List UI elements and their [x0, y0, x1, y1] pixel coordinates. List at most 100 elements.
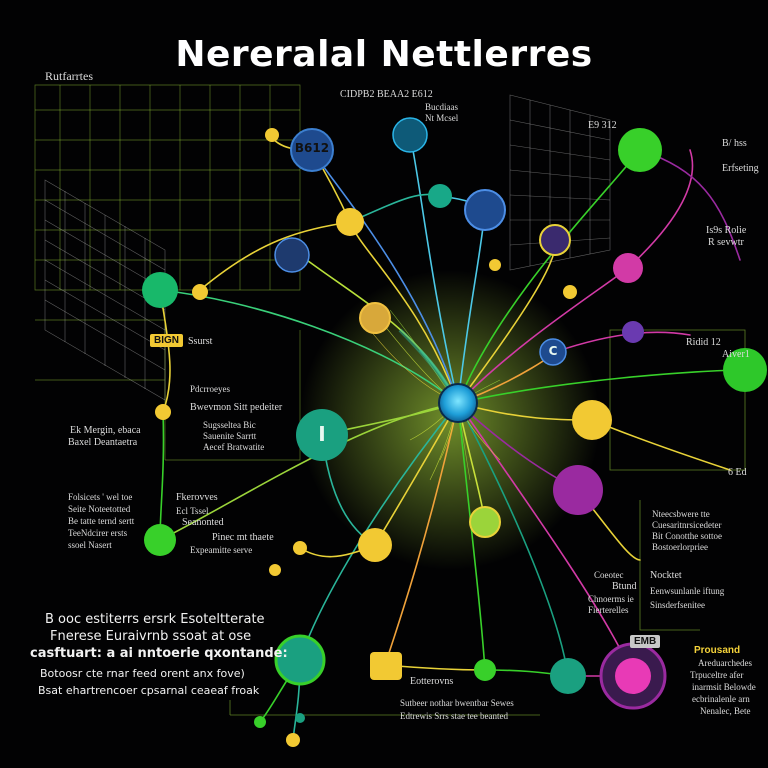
node-teal-bottom: [274, 634, 326, 686]
node-yellow-mid: [358, 528, 392, 562]
node-yellow-small-a: [192, 284, 208, 300]
label-mid-left-b: Baxel Deantaetra: [68, 437, 138, 448]
right-bottom-1: Areduarchedes: [698, 658, 752, 668]
left-block-4: ssoel Nasert: [68, 540, 112, 550]
big-block-0: B ooc estiterrs ersrk Esoteltterate: [45, 612, 265, 627]
node-i: [296, 409, 348, 461]
big-block-3: Botoosr cte rnar feed orent anx fove): [40, 667, 245, 680]
node-green-right: [723, 348, 767, 392]
node-yellow-left: [155, 404, 171, 420]
node-teal-top: [428, 184, 452, 208]
frame-lines-right: [229, 329, 746, 716]
node-yellow-small-e: [293, 541, 307, 555]
node-green-lower-left: [144, 524, 176, 556]
label-right-b: B/ hss: [722, 138, 747, 149]
label-top-left: Rutfarrtes: [45, 69, 93, 83]
node-orange-right: [572, 400, 612, 440]
label-left-b: Pdcrroeyes: [190, 384, 230, 394]
node-chip: [392, 117, 428, 153]
left-block-2: Be tatte ternd sertt: [68, 516, 135, 526]
right-block-b-1: Eenwsunlanle iftung: [650, 586, 725, 596]
label-bottom-center-c: Edtrewis Srrs stae tee beanted: [400, 711, 508, 721]
label-right-d: Is9s Rolie: [706, 225, 747, 236]
node-bulb: [539, 224, 571, 256]
right-bottom-2: Trpuceltre afer: [690, 670, 744, 680]
right-block-b-2: Sinsderfsenitee: [650, 600, 705, 610]
left-block-0: Folsicets ' wel toe: [68, 492, 133, 502]
node-purple-big: [553, 465, 603, 515]
mid-block-2: Seanonted: [182, 517, 224, 528]
label-right-a: E9 312: [588, 120, 617, 131]
label-right-f: Ridid 12: [686, 337, 721, 348]
node-purple-small: [622, 321, 644, 343]
label-right-g: Aiver1: [722, 349, 750, 360]
label-right-e: R sevwtr: [708, 237, 744, 248]
network-nodes: [142, 117, 767, 747]
mid-block-b-0: Pinec mt thaete: [212, 532, 274, 543]
mid-block-b-1: Expeamitte serve: [190, 545, 253, 555]
right-bottom-4: ecbrinalenle arn: [692, 694, 750, 704]
right-block-3: Bostoerlorpriee: [652, 542, 708, 552]
grid-panel-right: [509, 94, 611, 271]
node-b612: [290, 128, 334, 172]
page-title: Nereralal Nettlerres: [175, 34, 593, 75]
label-left-f: Aecef Bratwatite: [203, 442, 265, 452]
label-mid-left-a: Ek Mergin, ebaca: [70, 425, 141, 436]
label-left-d: Sugsseltea Bic: [203, 420, 256, 430]
label-bottom-center-b: Sutbeer nothar bwentbar Sewes: [400, 698, 514, 708]
big-block-1: Fnerese Euraivrnb ssoat at ose: [50, 629, 252, 644]
node-green-bottom: [474, 659, 496, 681]
label-right-h: 6 Ed: [728, 467, 747, 478]
label-bottom-center-a: Eotterovns: [410, 676, 454, 687]
label-top-center-b: Bucdiaas: [425, 102, 458, 112]
core-node: [438, 383, 478, 423]
node-yellow-small-f: [269, 564, 281, 576]
node-yellow-small-d: [489, 259, 501, 271]
node-pink-inner: [615, 658, 651, 694]
node-c: [539, 338, 567, 366]
mid-block-0: Fkerovves: [176, 492, 218, 503]
node-green-left: [142, 272, 178, 308]
label-right-c: Erfseting: [722, 163, 759, 174]
node-small-yellow-g: [286, 733, 300, 747]
node-yellow-square: [370, 652, 402, 680]
right-mid-3: Fierterelles: [588, 605, 629, 615]
right-mid-1: Btund: [612, 581, 637, 592]
node-orange-mid: [359, 302, 391, 334]
node-yellow-a: [336, 208, 364, 236]
right-bottom-0: Prousand: [694, 645, 741, 656]
left-block-1: Seite Noteetotted: [68, 504, 131, 514]
node-yellow-small-b: [265, 128, 279, 142]
label-top-center-a: CIDPB2 BEAA2 E612: [340, 89, 433, 100]
node-green-topright: [618, 128, 662, 172]
network-connections: [159, 134, 746, 741]
right-bottom-5: Nenalec, Bete: [700, 706, 751, 716]
tag-right: EMB: [630, 635, 661, 648]
right-block-2: Bit Conotthe sottoe: [652, 531, 723, 541]
label-left-e: Sauenite Sarrtt: [203, 431, 257, 441]
label-left-a: Ssurst: [188, 336, 213, 347]
mid-block-1: Ecl Tssel: [176, 506, 209, 516]
right-block-1: Cuesaritnrsicedeter: [652, 520, 722, 530]
node-small-teal-c: [295, 713, 305, 723]
node-green-core-b: [469, 506, 501, 538]
right-mid-2: Chnoerms ie: [588, 594, 634, 604]
node-small-green-a: [254, 716, 266, 728]
right-mid-0: Coeotec: [594, 570, 624, 580]
label-top-center-c: Nt Mcsel: [425, 113, 459, 123]
node-teal-bottom-b: [550, 658, 586, 694]
grid-panel-perspective: [44, 179, 166, 401]
right-bottom-3: inarmsit Belowde: [692, 682, 756, 692]
left-block-3: TeeNdcirer ersts: [68, 528, 128, 538]
tag-left: BIGN: [150, 334, 183, 347]
big-block-4: Bsat ehartrencoer cpsarnal ceaeaf froak: [38, 684, 260, 697]
right-block-0: Nteecsbwere tte: [652, 509, 710, 519]
label-left-c: Bwevmon Sitt pedeiter: [190, 402, 283, 413]
right-block-b-0: Nocktet: [650, 570, 682, 581]
big-block-2: casftuart: a ai nntoerie qxontande:: [30, 646, 288, 661]
node-magenta: [613, 253, 643, 283]
node-shield: [464, 189, 506, 231]
node-robot: [274, 237, 310, 273]
